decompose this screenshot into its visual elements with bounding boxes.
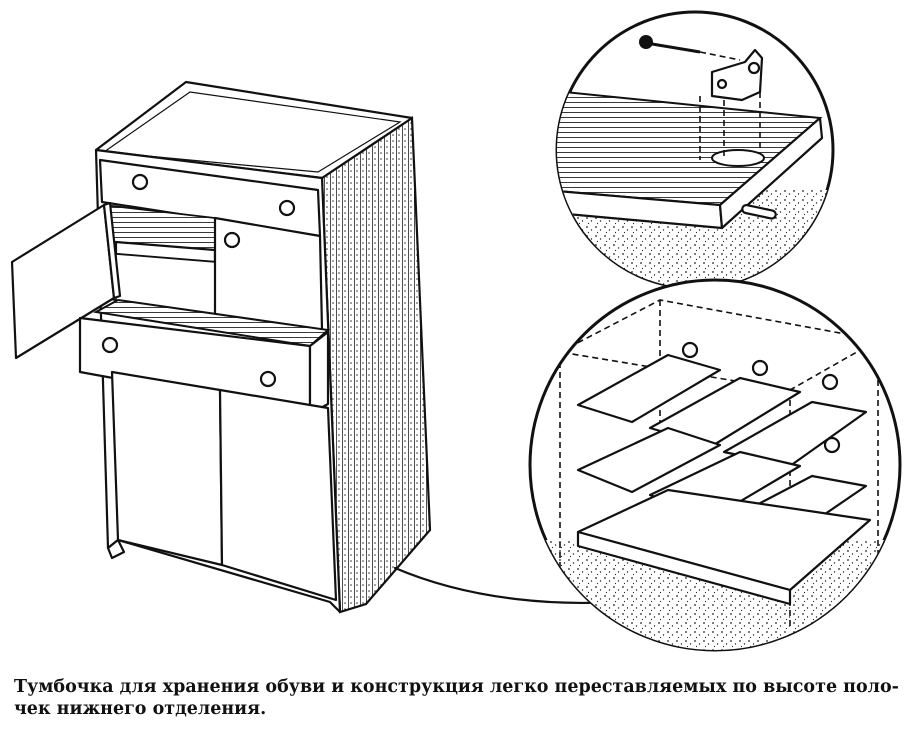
door-knob xyxy=(223,231,241,249)
lower-door-left xyxy=(110,370,224,567)
figure-caption: Тумбочка для хранения обуви и конструкци… xyxy=(14,676,904,720)
bracket-detail xyxy=(555,10,835,290)
shelves-detail xyxy=(528,278,902,652)
drawer-knob xyxy=(131,173,149,191)
shelf-panel xyxy=(576,353,722,424)
caption-line-1: Тумбочка для хранения обуви и конструкци… xyxy=(14,677,899,697)
drawer-knob xyxy=(278,199,296,217)
shoe-cabinet xyxy=(10,80,432,614)
drawer-knob xyxy=(259,370,277,388)
screw-icon xyxy=(639,35,741,61)
caption-line-2: чек нижнего отделения. xyxy=(14,699,267,719)
cabinet-side-panel xyxy=(320,116,432,614)
lower-door-right xyxy=(218,388,338,602)
pulled-drawer-body xyxy=(92,298,331,348)
shelf-panel xyxy=(576,426,722,494)
drawer-knob xyxy=(101,336,119,354)
cabinet-illustration xyxy=(10,10,902,652)
